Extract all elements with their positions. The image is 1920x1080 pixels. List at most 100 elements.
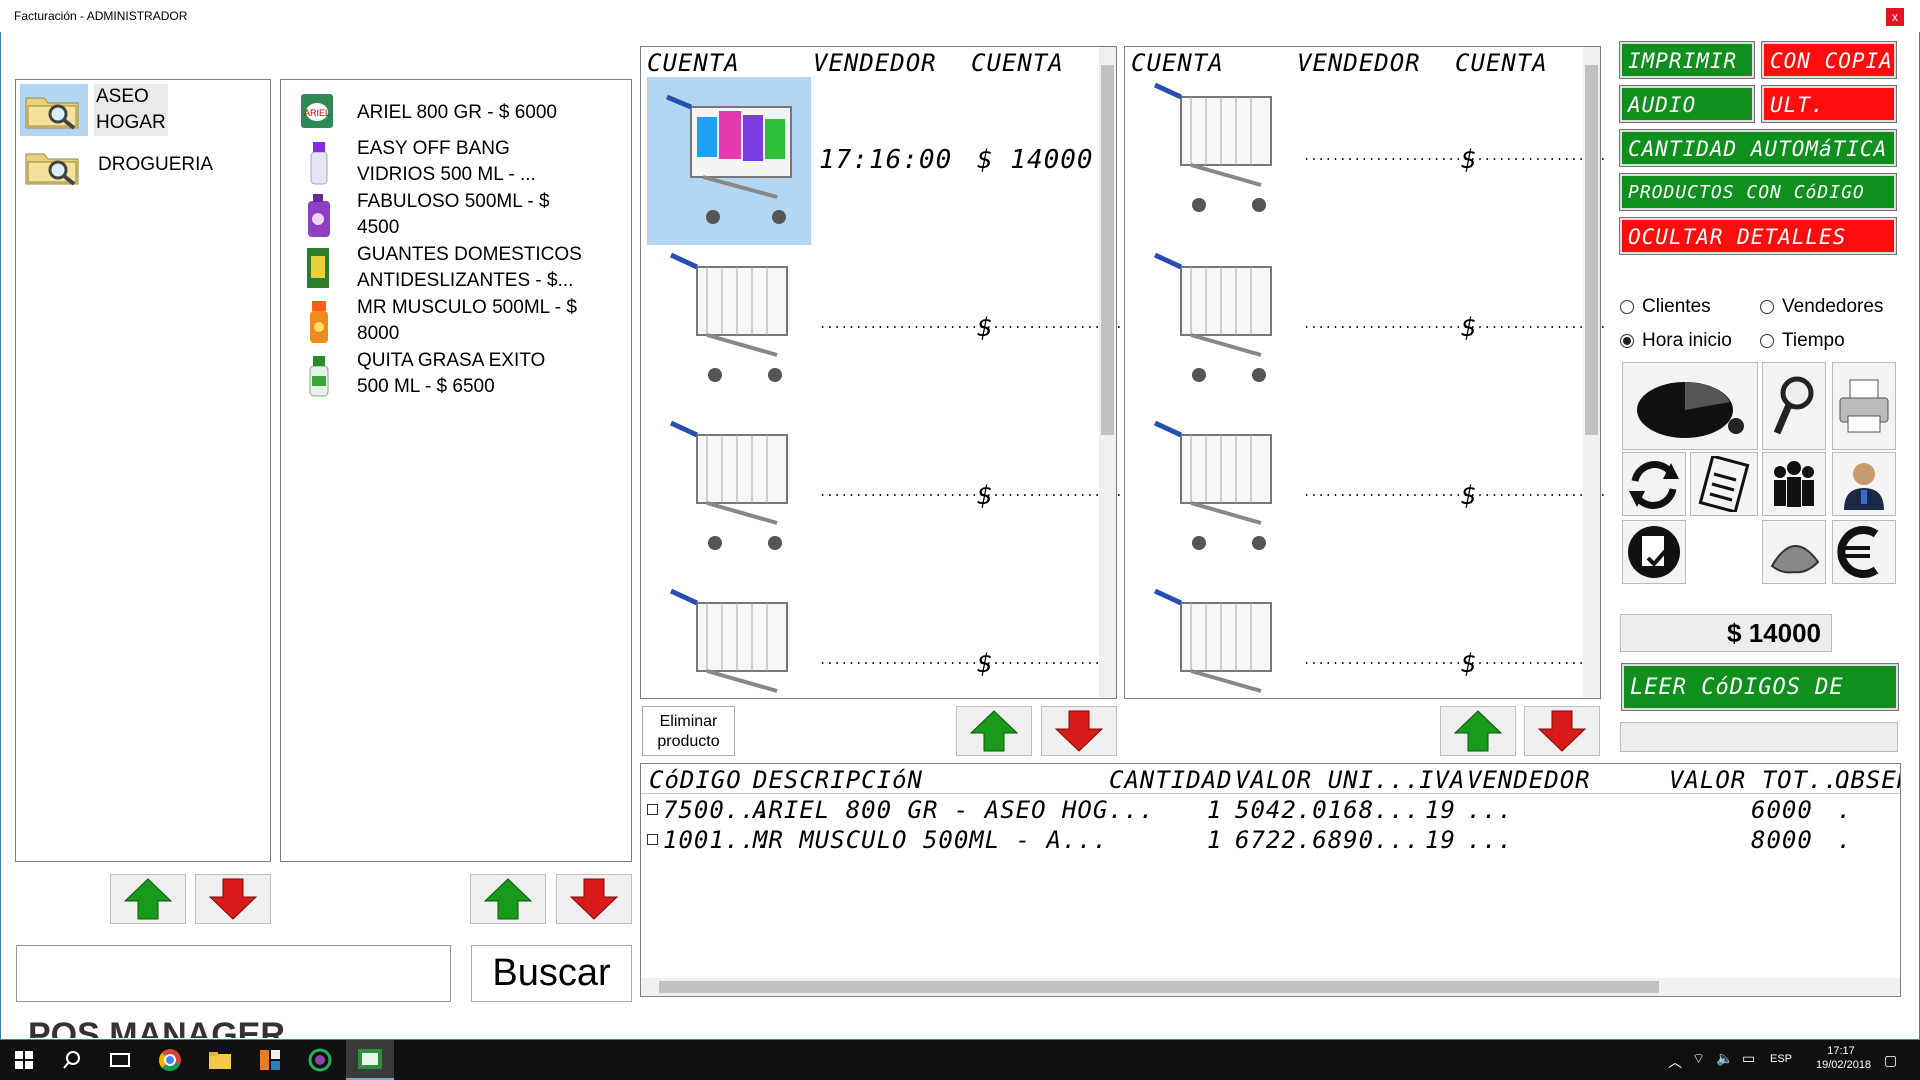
header-valor-unitario: VALOR UNI... [1235, 766, 1421, 794]
total-display: $ 14000 [1620, 614, 1832, 652]
account-row[interactable]: ........................................… [1131, 247, 1606, 413]
svg-text:ARIEL: ARIEL [304, 108, 330, 118]
automatic-quantity-button[interactable]: CANTIDAD AUTOMáTICA [1619, 129, 1897, 167]
category-down-button[interactable] [195, 874, 271, 924]
scrollbar-thumb[interactable] [1101, 65, 1114, 435]
cart-empty-icon [1141, 247, 1281, 407]
product-label: MR MUSCULO 500ML - $8000 [357, 297, 577, 344]
mouse-button[interactable] [1762, 520, 1826, 584]
radio-tiempo[interactable]: Tiempo [1760, 330, 1845, 352]
account-row[interactable]: ........................................… [1131, 77, 1606, 243]
pos-app-taskbar-button[interactable] [346, 1040, 394, 1080]
clock[interactable]: 17:17 19/02/2018 [1816, 1045, 1872, 1071]
accounts-left-up-button[interactable] [956, 706, 1032, 756]
currency-euro-icon [1837, 526, 1879, 578]
people-button[interactable] [1762, 452, 1826, 516]
product-up-button[interactable] [470, 874, 546, 924]
user-admin-button[interactable] [1832, 452, 1896, 516]
arrow-up-icon [1453, 710, 1503, 752]
graphic-app-button[interactable] [296, 1040, 344, 1080]
last-price-button[interactable]: ULT. PRECIO [1761, 85, 1897, 151]
cart-empty-icon [657, 415, 797, 575]
category-item-aseo-hogar[interactable]: ASEO HOGAR [20, 84, 168, 136]
account-total: $ [977, 649, 994, 679]
table-row[interactable]: 7500... ARIEL 800 GR - ASEO HOG... 1 504… [641, 794, 1900, 824]
currency-button[interactable] [1832, 520, 1896, 584]
account-row[interactable]: ........................................… [647, 583, 1102, 697]
file-explorer-button[interactable] [196, 1040, 244, 1080]
audio-button[interactable]: AUDIO [1619, 85, 1755, 123]
clock-date: 19/02/2018 [1816, 1059, 1872, 1071]
product-item[interactable]: ARIEL ARIEL 800 GR - $ 6000 [293, 88, 623, 140]
notifications-icon[interactable]: ▢ [1884, 1052, 1898, 1068]
cart-empty-icon [657, 583, 797, 697]
scrollbar-thumb[interactable] [1585, 65, 1598, 435]
account-total: $ [1461, 145, 1478, 175]
horizontal-scrollbar[interactable] [641, 978, 1900, 996]
cart-empty-icon [1141, 583, 1281, 697]
fabuloso-bottle-icon [301, 191, 335, 239]
accounts-right-down-button[interactable] [1524, 706, 1600, 756]
empty-tool-slot [1690, 520, 1758, 584]
reports-button[interactable] [1622, 362, 1758, 450]
cell-total: 6000 [1751, 796, 1813, 824]
task-view-button[interactable] [96, 1040, 144, 1080]
account-row[interactable]: ........................................… [647, 415, 1122, 581]
language-indicator[interactable]: ESP [1770, 1053, 1793, 1065]
category-label: ASEO HOGAR [94, 84, 168, 136]
printer-button[interactable] [1832, 362, 1896, 450]
close-button[interactable]: x [1886, 8, 1904, 26]
windows-start-button[interactable] [0, 1040, 48, 1080]
app-taskbar-button[interactable] [246, 1040, 294, 1080]
read-barcodes-button[interactable]: LEER CóDIGOS DE BARRAS [1621, 663, 1899, 744]
row-checkbox[interactable] [647, 834, 658, 845]
vertical-scrollbar[interactable] [1583, 47, 1600, 698]
account-dots: ........................................… [819, 653, 1102, 667]
barcode-status-bar [1620, 722, 1898, 752]
tray-chevron-icon[interactable]: ︿ [1668, 1054, 1682, 1070]
radio-clientes[interactable]: Clientes [1620, 296, 1711, 318]
cart-empty-icon [1141, 77, 1281, 237]
accounts-left-down-button[interactable] [1041, 706, 1117, 756]
account-row[interactable]: ........................................… [647, 247, 1122, 413]
taskbar-search-button[interactable] [48, 1040, 96, 1080]
radio-hora-inicio[interactable]: Hora inicio [1620, 330, 1732, 352]
barcode-products-button[interactable]: PRODUCTOS CON CóDIGO DE BARRAS [1619, 173, 1897, 237]
account-total: $ [977, 313, 994, 343]
network-icon[interactable]: ⌔ [1692, 1050, 1706, 1066]
volume-icon[interactable]: 🔈 [1716, 1050, 1734, 1066]
category-item-drogueria[interactable]: DROGUERIA [20, 140, 220, 190]
report-list-button[interactable] [1690, 452, 1758, 516]
product-down-button[interactable] [556, 874, 632, 924]
search-button[interactable]: Buscar [471, 945, 632, 1002]
row-checkbox[interactable] [647, 804, 658, 815]
ariel-detergent-icon: ARIEL [297, 88, 337, 132]
category-up-button[interactable] [110, 874, 186, 924]
account-row[interactable]: ........................................… [1131, 415, 1606, 581]
account-dots: ........................................… [1303, 149, 1607, 163]
search-tool-button[interactable] [1762, 362, 1826, 450]
hide-details-button[interactable]: OCULTAR DETALLES [1619, 217, 1897, 255]
vertical-scrollbar[interactable] [1099, 47, 1116, 698]
accounts-right-up-button[interactable] [1440, 706, 1516, 756]
chrome-taskbar-button[interactable] [146, 1040, 194, 1080]
orange-spray-icon [301, 297, 335, 345]
product-item[interactable]: MR MUSCULO 500ML - $8000 [293, 295, 623, 347]
radio-vendedores[interactable]: Vendedores [1760, 296, 1883, 318]
battery-icon[interactable]: ▭ [1742, 1050, 1756, 1066]
table-row[interactable]: 1001... MR MUSCULO 500ML - A... 1 6722.6… [641, 824, 1900, 854]
refresh-button[interactable] [1622, 452, 1686, 516]
product-item[interactable]: FABULOSO 500ML - $4500 [293, 189, 623, 241]
copy-button[interactable]: CON COPIA [1761, 41, 1897, 79]
search-input[interactable] [16, 945, 451, 1002]
print-button[interactable]: IMPRIMIR [1619, 41, 1755, 79]
account-row[interactable]: 17:16:00 $ 14000 [647, 77, 1102, 245]
document-check-button[interactable] [1622, 520, 1686, 584]
scrollbar-thumb[interactable] [659, 981, 1659, 993]
account-row[interactable]: ........................................… [1131, 583, 1586, 697]
